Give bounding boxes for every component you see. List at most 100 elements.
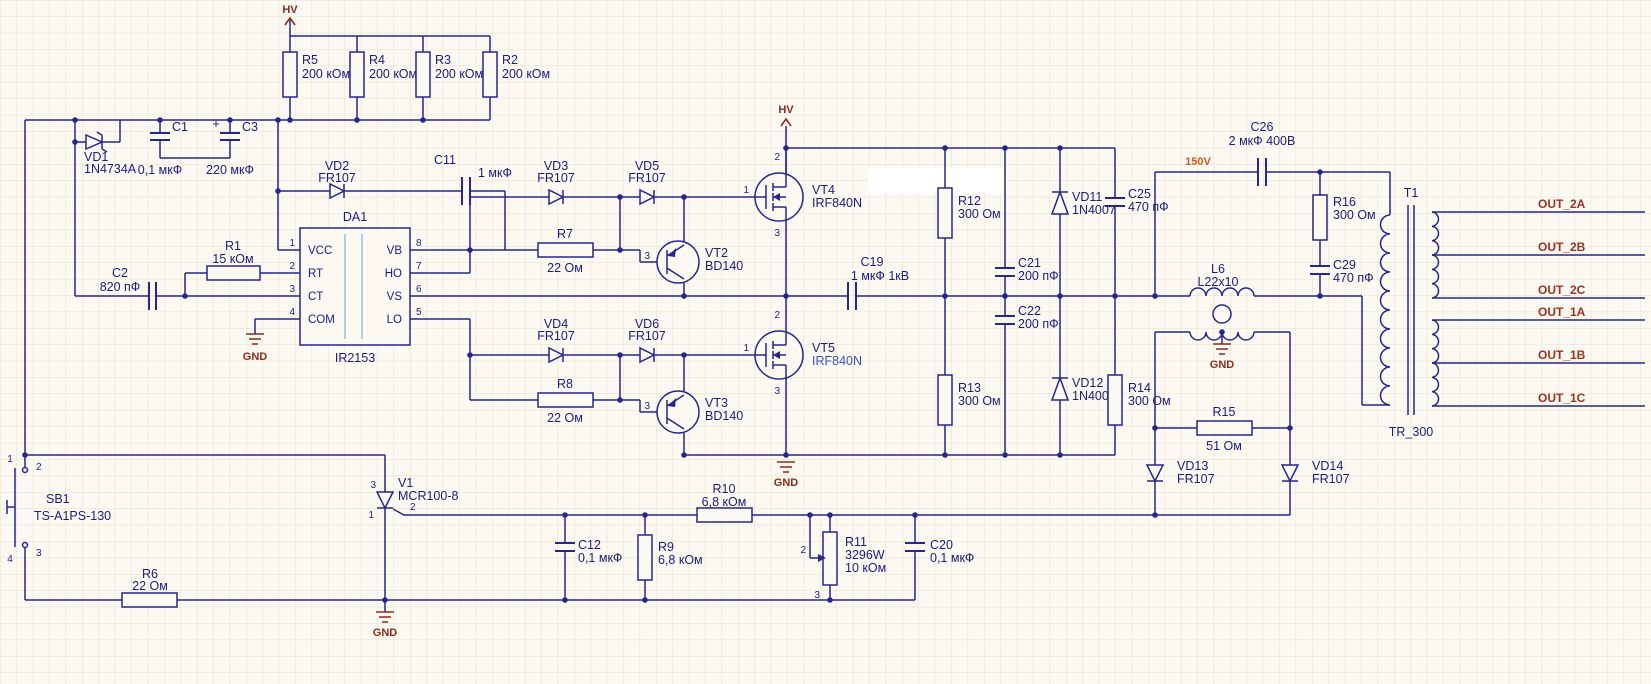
c22-ref: C22 [1018,304,1041,318]
vd3-value: FR107 [537,171,575,185]
vt5-gate-pin: 1 [743,343,749,354]
diode-vd14: VD14 FR107 [1280,459,1350,486]
resistor-r14: R14 300 Ом [1107,374,1171,426]
c21-value: 200 пФ [1018,269,1059,283]
capacitor-c3: + C3 220 мкФ [206,117,258,177]
r5-ref: R5 [302,53,318,67]
c20-ref: C20 [930,538,953,552]
resistor-r4: R4 200 кОм [349,51,417,98]
c1-value: 0,1 мкФ [138,163,182,177]
resistor-r3: R3 200 кОм [415,51,483,98]
r1-value: 15 кОм [212,252,253,266]
gnd-symbol-bridge: GND [774,461,799,489]
transistor-vt2: 3 VT2 BD140 [644,240,743,284]
vd11-ref: VD11 [1072,190,1102,204]
capacitor-c20: C20 0,1 мкФ [905,538,974,565]
r12-ref: R12 [958,194,981,208]
diode-vd5: VD5 FR107 [628,159,666,206]
resistor-r1: R1 15 кОм [206,239,261,281]
sb1-pin-1: 1 [7,454,13,465]
vt4-ref: VT4 [812,183,835,197]
vd6-ref: VD6 [635,317,659,331]
gnd-label-thyristor: GND [373,627,398,639]
diode-vd13: VD13 FR107 [1145,459,1215,486]
vd4-value: FR107 [537,329,575,343]
r16-value: 300 Ом [1333,208,1376,222]
r5-value: 200 кОм [302,67,350,81]
da1-pin-2: 2 [289,261,295,272]
vd13-ref: VD13 [1177,459,1208,473]
c19-value: 1 мкФ 1кВ [851,269,909,283]
c25-value: 470 пФ [1128,200,1169,214]
r4-value: 200 кОм [369,67,417,81]
r15-value: 51 Ом [1206,439,1242,453]
r14-ref: R14 [1128,381,1151,395]
capacitor-c29: C29 470 пФ [1310,258,1374,285]
gnd-symbol-choke: GND [1210,343,1234,371]
resistor-r16: R16 300 Ом [1312,194,1376,241]
da1-pin-4: 4 [289,307,295,318]
r11-ref: R11 [845,535,867,549]
hv-flag-right: HV [778,104,794,127]
da1-pin-ct: CT [308,291,323,303]
sb1-ref: SB1 [46,492,70,506]
gnd-label-bridge: GND [774,477,799,489]
r13-ref: R13 [958,381,981,395]
r3-ref: R3 [435,53,451,67]
vd2-value: FR107 [318,171,356,185]
r6-ref: R6 [142,567,158,581]
ic-da1: DA1 IR2153 VCC RT CT COM VB HO VS LO 1 2… [289,210,422,365]
c26-ref: C26 [1251,120,1274,134]
gnd-symbol-ic: GND [243,333,268,363]
vd14-value: FR107 [1312,472,1350,486]
da1-pin-vcc: VCC [308,245,332,257]
r9-ref: R9 [658,540,674,554]
r2-value: 200 кОм [502,67,550,81]
transistor-vt3: 3 VT3 BD140 [644,390,743,434]
c11-value: 1 мкФ [478,166,512,180]
c19-ref: C19 [861,255,884,269]
v1-gate-pin: 1 [368,510,374,521]
switch-sb1: 1 2 4 3 SB1 TS-A1PS-130 [6,454,111,565]
c2-ref: C2 [112,266,128,280]
vd12-ref: VD12 [1072,376,1103,390]
c3-value: 220 мкФ [206,163,254,177]
vt5-source-pin: 3 [774,386,780,397]
r16-ref: R16 [1333,195,1356,209]
rail-150v-label: 150V [1185,156,1211,168]
c22-value: 200 пФ [1018,317,1059,331]
diode-vd2: VD2 FR107 [318,159,356,200]
c20-value: 0,1 мкФ [930,551,974,565]
r11-value: 3296W [845,548,885,562]
c12-value: 0,1 мкФ [578,551,622,565]
output-net-labels: OUT_2A OUT_2B OUT_2C OUT_1A OUT_1B OUT_1… [1538,197,1586,405]
capacitor-c12: C12 0,1 мкФ [555,538,622,565]
vt2-ref: VT2 [705,246,728,260]
net-out-1b: OUT_1B [1538,348,1586,362]
transformer-t1: T1 TR_300 [1379,186,1440,439]
da1-pin-8: 8 [416,238,422,249]
r10-ref: R10 [713,482,736,496]
gnd-label-ic: GND [243,351,268,363]
r7-ref: R7 [557,227,573,241]
vd13-value: FR107 [1177,472,1215,486]
capacitor-c22: C22 200 пФ [995,304,1059,331]
capacitor-c11: C11 1 мкФ [434,153,512,205]
r9-value: 6,8 кОм [658,553,703,567]
da1-pin-7: 7 [416,261,422,272]
vt5-ref: VT5 [812,341,835,355]
r11-bottom-pin: 3 [814,590,820,601]
c12-ref: C12 [578,538,601,552]
r8-ref: R8 [557,377,573,391]
da1-part: IR2153 [335,351,375,365]
resistor-r5: R5 200 кОм [282,51,350,98]
sb1-pin-2: 2 [36,462,42,473]
da1-pin-vs: VS [387,291,403,303]
c21-ref: C21 [1018,256,1041,270]
thyristor-v1: 3 1 2 V1 MCR100-8 [368,476,458,521]
r4-ref: R4 [369,53,385,67]
da1-pin-rt: RT [308,268,323,280]
t1-value: TR_300 [1389,425,1434,439]
r8-value: 22 Ом [547,411,583,425]
resistor-r12: R12 300 Ом [937,187,1001,239]
